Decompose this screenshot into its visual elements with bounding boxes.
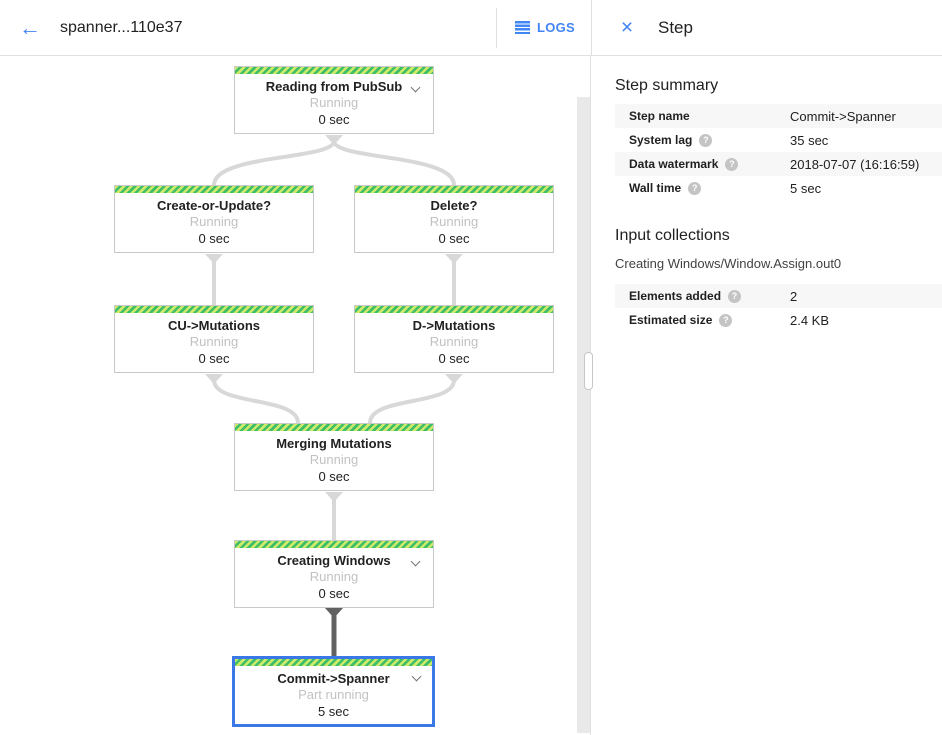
running-stripe <box>235 659 432 666</box>
close-panel-button[interactable]: × <box>614 15 640 41</box>
row-label-text: Estimated size <box>629 313 713 327</box>
running-stripe <box>115 186 313 193</box>
step-node-status: Running <box>189 214 239 229</box>
logs-group: LOGS <box>495 0 575 55</box>
pipeline-graph-pane[interactable]: Reading from PubSub Running 0 sec Create… <box>0 56 591 735</box>
step-node-title: Commit->Spanner <box>277 671 390 686</box>
step-node-title: CU->Mutations <box>167 318 261 333</box>
step-node-time: 0 sec <box>438 351 470 366</box>
step-node-status: Running <box>309 452 359 467</box>
step-node-commit-spanner-selected[interactable]: Commit->Spanner Part running 5 sec <box>232 656 435 727</box>
step-node-d-mutations[interactable]: D->Mutations Running 0 sec <box>354 305 554 373</box>
row-label-text: Step name <box>629 109 690 123</box>
input-row-elements-added: Elements added ? 2 <box>615 284 942 308</box>
step-node-merging-mutations[interactable]: Merging Mutations Running 0 sec <box>234 423 434 491</box>
step-node-time: 5 sec <box>317 704 350 719</box>
step-node-title: D->Mutations <box>412 318 496 333</box>
row-label-text: Elements added <box>629 289 722 303</box>
step-node-status: Running <box>309 569 359 584</box>
step-node-title: Create-or-Update? <box>156 198 272 213</box>
step-node-title: Delete? <box>430 198 478 213</box>
row-label: Step name <box>629 109 790 123</box>
row-value: Commit->Spanner <box>790 108 896 124</box>
input-row-estimated-size: Estimated size ? 2.4 KB <box>615 308 942 332</box>
summary-row-step-name: Step name Commit->Spanner <box>615 104 942 128</box>
step-node-time: 0 sec <box>318 469 350 484</box>
row-value: 5 sec <box>790 180 822 196</box>
row-value: 35 sec <box>790 132 829 148</box>
logs-button[interactable]: LOGS <box>514 20 575 35</box>
top-bar-left: ← spanner...110e37 LOGS <box>0 0 591 55</box>
input-collection-name: Creating Windows/Window.Assign.out0 <box>615 256 842 271</box>
row-value: 2.4 KB <box>790 312 830 328</box>
running-stripe <box>235 67 433 74</box>
graph-scrollbar-track[interactable] <box>577 97 590 733</box>
step-node-title: Creating Windows <box>277 553 391 568</box>
back-button[interactable]: ← <box>14 12 46 44</box>
panel-title: Step <box>658 17 693 37</box>
row-label-text: Data watermark <box>629 157 719 171</box>
row-label: System lag ? <box>629 133 790 147</box>
running-stripe <box>235 541 433 548</box>
step-node-time: 0 sec <box>198 351 230 366</box>
logs-button-label: LOGS <box>536 20 575 35</box>
summary-row-wall-time: Wall time ? 5 sec <box>615 176 942 200</box>
step-node-delete[interactable]: Delete? Running 0 sec <box>354 185 554 253</box>
input-collections-heading: Input collections <box>615 227 730 244</box>
chevron-down-icon[interactable] <box>413 673 423 683</box>
help-icon[interactable]: ? <box>719 313 733 327</box>
step-node-time: 0 sec <box>318 586 350 601</box>
running-stripe <box>235 424 433 431</box>
step-node-title: Reading from PubSub <box>265 79 403 94</box>
help-icon[interactable]: ? <box>725 157 739 171</box>
chevron-down-icon[interactable] <box>412 84 422 94</box>
job-title: spanner...110e37 <box>60 18 183 36</box>
step-node-status: Running <box>189 334 239 349</box>
help-icon[interactable]: ? <box>688 181 702 195</box>
row-value: 2 <box>790 288 798 304</box>
pane-splitter-handle[interactable] <box>584 352 593 390</box>
running-stripe <box>355 186 553 193</box>
step-summary-heading: Step summary <box>615 77 719 94</box>
arrow-back-icon: ← <box>19 14 41 40</box>
row-label: Elements added ? <box>629 289 790 303</box>
running-stripe <box>355 306 553 313</box>
step-node-cu-mutations[interactable]: CU->Mutations Running 0 sec <box>114 305 314 373</box>
running-stripe <box>115 306 313 313</box>
top-bar: ← spanner...110e37 LOGS × Step <box>0 0 942 56</box>
row-label: Estimated size ? <box>629 313 790 327</box>
graph-edges <box>205 135 463 657</box>
header-divider <box>495 7 497 48</box>
step-node-time: 0 sec <box>438 231 470 246</box>
help-icon[interactable]: ? <box>699 133 713 147</box>
step-node-time: 0 sec <box>318 112 350 127</box>
step-node-status: Running <box>309 95 359 110</box>
step-node-status: Part running <box>298 687 369 702</box>
help-icon[interactable]: ? <box>728 289 742 303</box>
row-label-text: System lag <box>629 133 693 147</box>
summary-row-system-lag: System lag ? 35 sec <box>615 128 942 152</box>
row-value: 2018-07-07 (16:16:59) <box>790 156 920 172</box>
logs-list-icon <box>514 21 530 34</box>
row-label: Data watermark ? <box>629 157 790 171</box>
chevron-down-icon[interactable] <box>412 558 422 568</box>
step-node-status: Running <box>429 334 479 349</box>
step-node-creating-windows[interactable]: Creating Windows Running 0 sec <box>234 540 434 608</box>
close-icon: × <box>620 15 634 39</box>
step-node-time: 0 sec <box>198 231 230 246</box>
step-node-status: Running <box>429 214 479 229</box>
row-label: Wall time ? <box>629 181 790 195</box>
summary-row-data-watermark: Data watermark ? 2018-07-07 (16:16:59) <box>615 152 942 176</box>
step-node-title: Merging Mutations <box>276 436 392 451</box>
step-node-reading-from-pubsub[interactable]: Reading from PubSub Running 0 sec <box>234 66 434 134</box>
step-node-create-or-update[interactable]: Create-or-Update? Running 0 sec <box>114 185 314 253</box>
step-details-panel: Step summary Step name Commit->Spanner S… <box>591 56 942 735</box>
row-label-text: Wall time <box>629 181 682 195</box>
panel-header: × Step <box>591 0 942 55</box>
